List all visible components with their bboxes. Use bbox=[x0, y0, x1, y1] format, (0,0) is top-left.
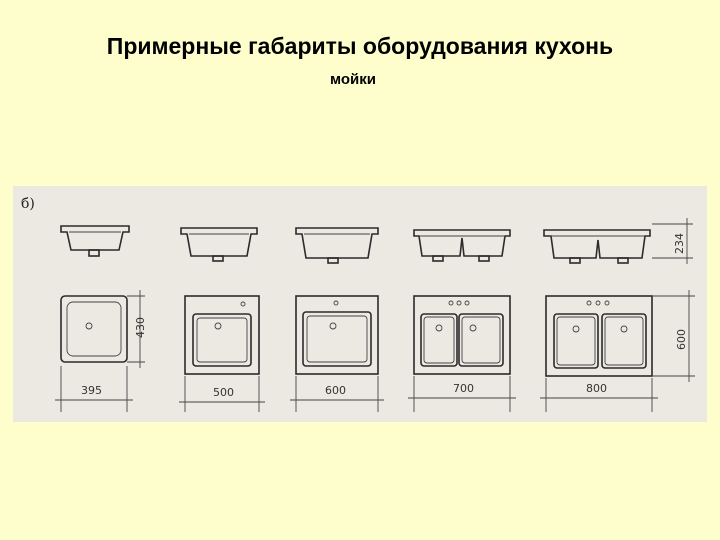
dim-600-depth: 600 bbox=[652, 290, 695, 382]
slide-title: Примерные габариты оборудования кухонь bbox=[106, 33, 614, 59]
dim-234: 234 bbox=[652, 218, 693, 264]
width-label-500: 500 bbox=[213, 386, 234, 399]
sink-395-front-view bbox=[60, 225, 130, 257]
dim-600: 600 bbox=[290, 376, 384, 412]
width-label-600: 600 bbox=[325, 384, 346, 397]
dim-label-430: 430 bbox=[134, 317, 147, 338]
dim-500: 500 bbox=[179, 376, 265, 412]
dim-label-234: 234 bbox=[673, 233, 686, 254]
dim-800: 800 bbox=[540, 378, 658, 412]
sink-395-top-view bbox=[60, 295, 128, 363]
sink-700-front-view bbox=[413, 229, 511, 262]
sink-500-top-view bbox=[184, 295, 260, 375]
dim-700: 700 bbox=[408, 376, 516, 412]
width-label-395: 395 bbox=[81, 384, 102, 397]
width-label-700: 700 bbox=[453, 382, 474, 395]
sink-dimensions-figure: б) 430 395 500 bbox=[13, 186, 707, 422]
dim-label-600-depth: 600 bbox=[675, 329, 688, 350]
dim-430: 430 bbox=[127, 290, 147, 368]
sink-drawing: б) 430 395 500 bbox=[21, 196, 695, 412]
sink-700-top-view bbox=[413, 295, 511, 375]
sink-600-top-view bbox=[295, 295, 379, 375]
sink-800-top-view bbox=[545, 295, 653, 377]
sink-600-front-view bbox=[295, 227, 379, 264]
sink-800-front-view bbox=[543, 229, 651, 264]
figure-letter: б) bbox=[21, 196, 35, 212]
width-label-800: 800 bbox=[586, 382, 607, 395]
sink-500-front-view bbox=[180, 227, 258, 262]
dim-395: 395 bbox=[55, 366, 133, 412]
slide-subtitle: мойки bbox=[330, 71, 377, 88]
